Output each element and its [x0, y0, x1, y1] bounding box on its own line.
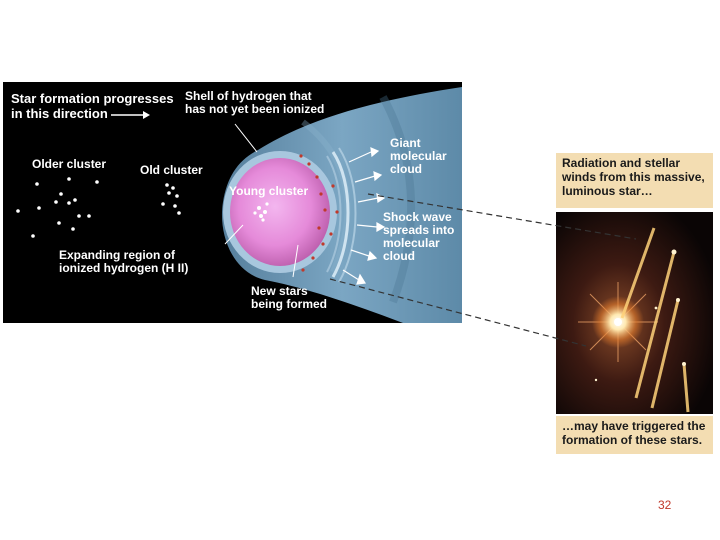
star-photo-artwork	[556, 212, 713, 414]
diagram-artwork	[16, 87, 462, 323]
young-cluster-region	[230, 158, 330, 266]
page-number: 32	[658, 498, 672, 512]
old-cluster-label: Old cluster	[140, 163, 203, 177]
expanding-region-label: Expanding region of ionized hydrogen (H …	[59, 248, 189, 275]
older-cluster-label: Older cluster	[32, 157, 107, 171]
new-stars	[299, 154, 339, 272]
new-stars-label: New stars being formed	[251, 284, 328, 311]
cloud-texture	[379, 95, 416, 304]
direction-label: Star formation progresses in this direct…	[11, 91, 174, 121]
shock-wave-front	[331, 151, 350, 278]
old-cluster-stars	[161, 183, 181, 215]
giant-cloud-label: Giant molecular cloud	[390, 136, 447, 176]
massive-star-core	[614, 318, 622, 326]
star-formation-diagram: Star formation progresses in this direct…	[3, 82, 462, 323]
star-photo-inset	[556, 212, 713, 414]
older-cluster-stars	[16, 177, 99, 238]
shock-wave-front	[338, 147, 357, 283]
radiation-beams	[620, 227, 690, 413]
shell-label: Shell of hydrogen that has not yet been …	[185, 89, 325, 116]
caption-radiation: Radiation and stellar winds from this ma…	[556, 153, 713, 208]
direction-arrow	[111, 111, 150, 119]
young-cluster-label: Young cluster	[229, 184, 309, 198]
shock-wave-front	[326, 155, 342, 273]
young-cluster-stars	[253, 202, 269, 222]
triggered-stars	[594, 249, 686, 382]
caption-triggered: …may have triggered the formation of the…	[556, 416, 713, 454]
shock-wave-label: Shock wave spreads into molecular cloud	[383, 210, 455, 263]
leader-lines	[224, 123, 299, 278]
